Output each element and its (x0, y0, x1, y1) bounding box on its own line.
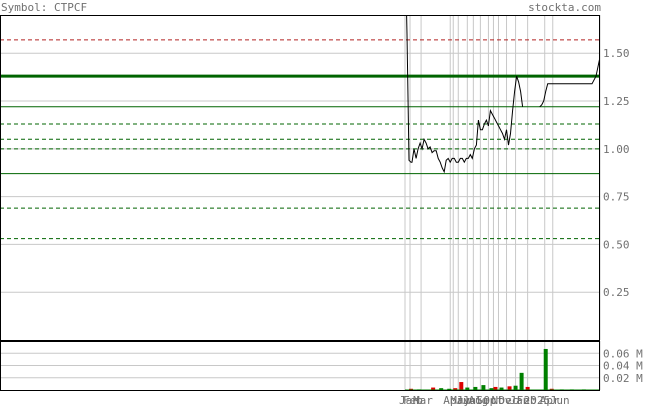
x-tick-label: Feb (517, 394, 537, 406)
x-tick-label: Aug (468, 394, 488, 406)
volume-bar (439, 388, 444, 390)
volume-bar (453, 388, 458, 390)
volume-tick-label: 0.02 M (603, 372, 643, 385)
volume-bar (507, 386, 512, 390)
x-tick-label: Apr (443, 394, 463, 406)
volume-bar (519, 372, 524, 390)
volume-bar (431, 387, 436, 390)
x-tick-label: Nov (491, 394, 511, 406)
price-line-segment-1 (406, 15, 524, 174)
price-tick-label: 0.50 (603, 238, 630, 251)
x-tick-label: Jun (550, 394, 570, 406)
price-layer (406, 15, 600, 174)
x-tick-label: May (450, 394, 470, 406)
x-tick-label: Jun (456, 394, 476, 406)
volume-bar (525, 386, 530, 390)
volume-bar (465, 387, 470, 390)
x-tick-label: Mar (413, 394, 433, 406)
price-tick-label: 0.25 (603, 286, 630, 299)
axis-layer: 0.25 0.50 0.75 1.00 1.25 1.50 0.02 M0.04 M0.06… (399, 47, 643, 407)
x-tick-label: Jan (510, 394, 530, 406)
volume-bar (481, 385, 486, 390)
price-tick-label: 1.50 (603, 47, 630, 60)
x-tick-label: 2025 (524, 394, 551, 406)
x-tick-label: Apr (540, 394, 560, 406)
price-tick-label: 1.25 (603, 95, 630, 108)
price-panel-frame (0, 15, 600, 341)
volume-panel-frame (0, 341, 600, 391)
price-tick-label: 1.00 (603, 143, 630, 156)
level-layer (0, 39, 600, 240)
price-line-segment-2 (539, 56, 600, 108)
volume-bar (489, 388, 494, 390)
x-tick-label: Jan (399, 394, 419, 406)
x-tick-label: Oct (483, 394, 503, 406)
x-tick-label: Feb (403, 394, 423, 406)
grid-layer (0, 15, 601, 390)
x-tick-label: Jul (462, 394, 482, 406)
site-label[interactable]: stockta.com (528, 1, 601, 14)
frame-layer (0, 15, 600, 391)
volume-bar (549, 388, 554, 390)
symbol-label: Symbol: CTPCF (1, 1, 88, 14)
volume-bar (543, 348, 548, 390)
volume-bar (513, 385, 518, 390)
x-tick-label: Sep (476, 394, 496, 406)
volume-bar (459, 382, 464, 390)
volume-tick-label: 0.04 M (603, 360, 643, 373)
price-tick-label: 0.75 (603, 191, 630, 204)
volume-bar (473, 386, 478, 390)
volume-bar (447, 388, 452, 390)
volume-layer (405, 348, 600, 391)
volume-bar (499, 387, 504, 390)
volume-bar (493, 386, 498, 390)
x-tick-label: Dec (499, 394, 519, 406)
volume-tick-label: 0.06 M (603, 347, 643, 360)
volume-bar (409, 388, 414, 390)
